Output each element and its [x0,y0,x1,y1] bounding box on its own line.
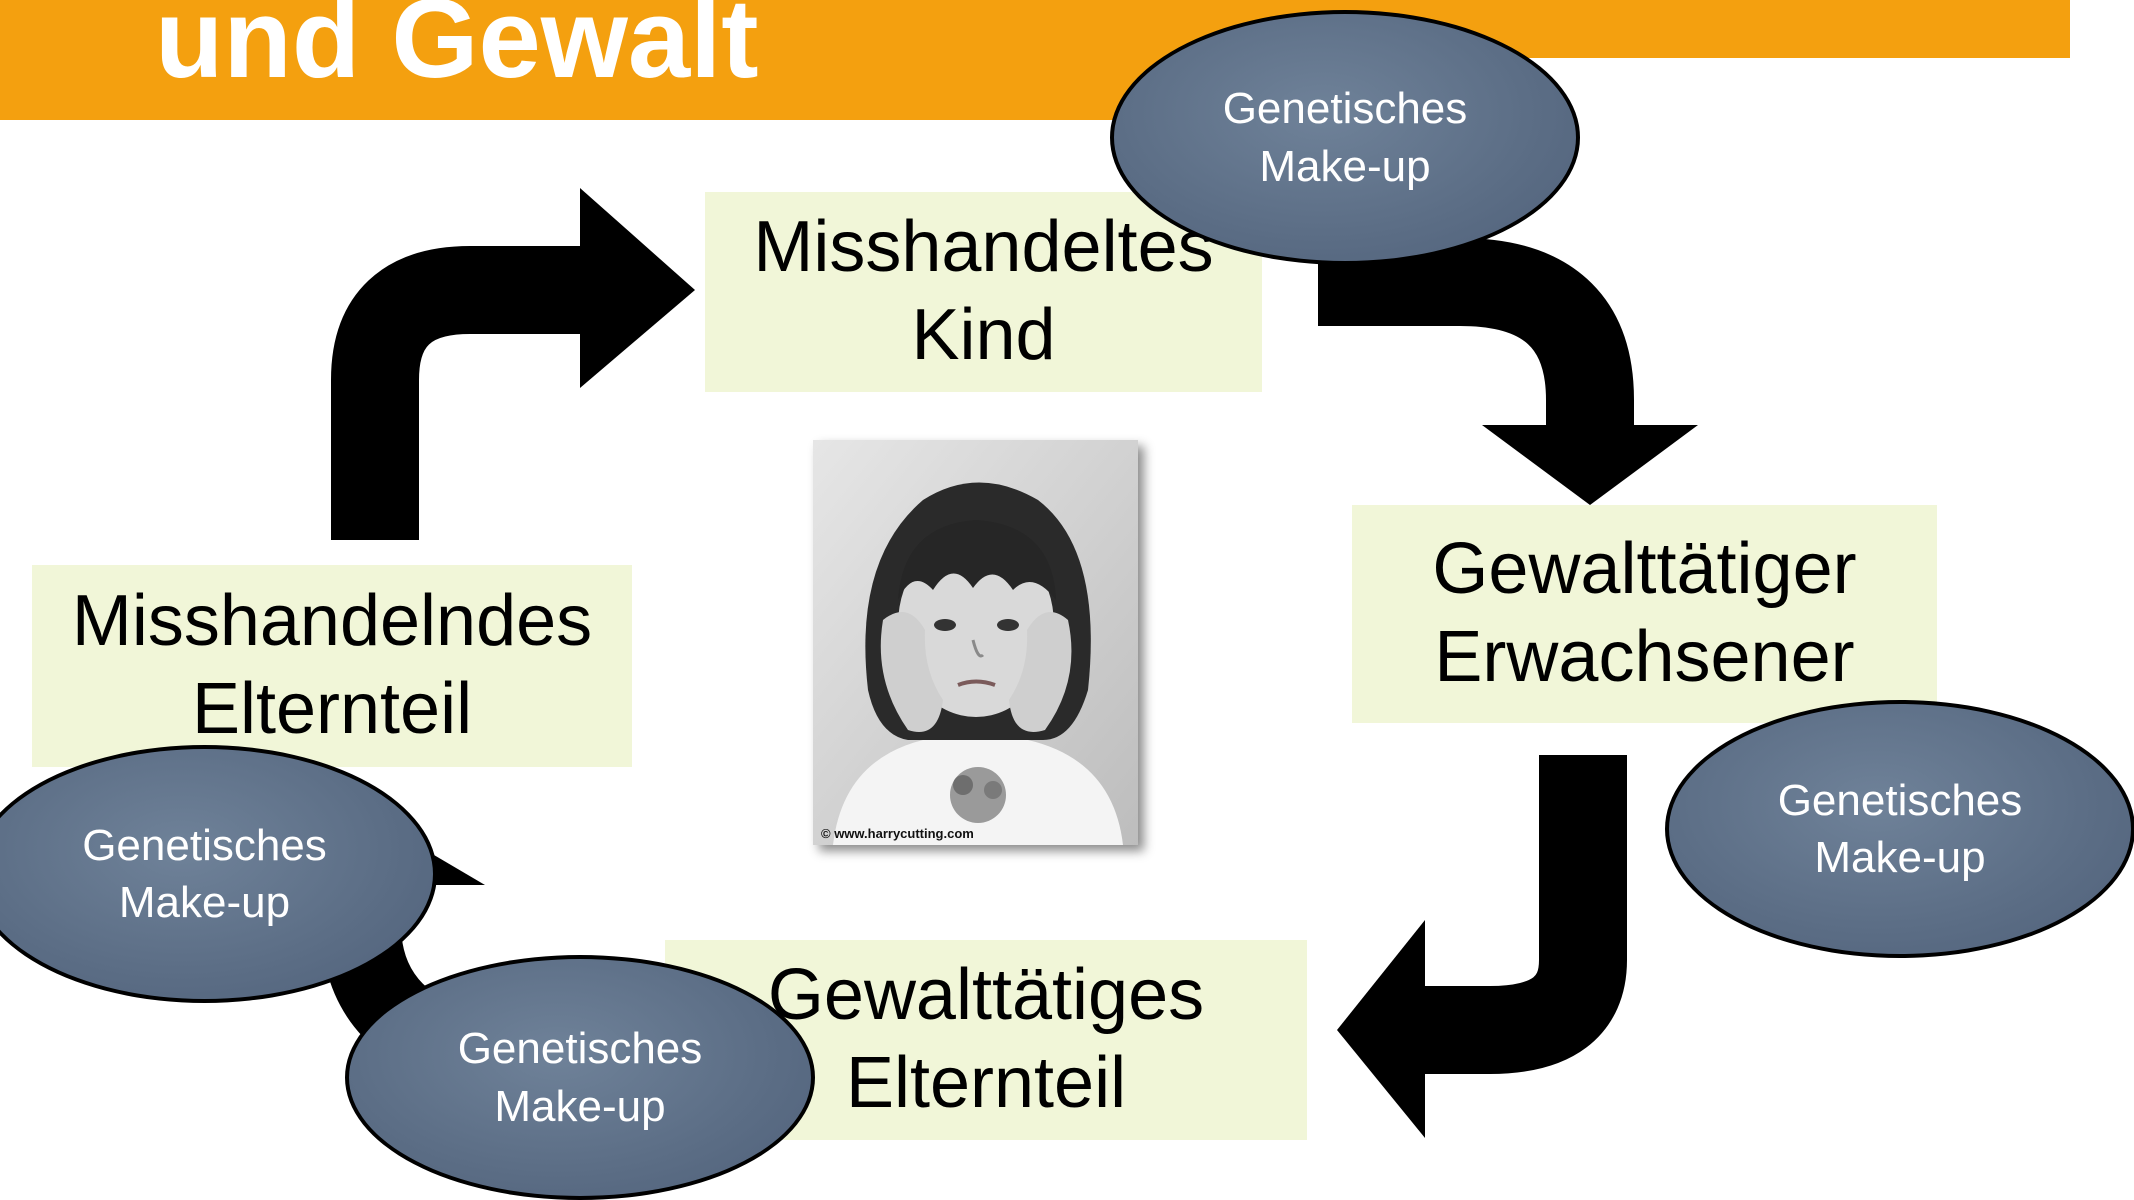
arrow-top-to-right [1318,238,1634,430]
arrow-left-to-top [331,246,585,540]
node-top-line1: Misshandeltes [753,207,1214,288]
node-left-line1: Misshandelndes [71,581,593,662]
node-gewalttaetiger-erwachsener: Gewalttätiger Erwachsener [1352,505,1937,723]
title-banner [0,0,1215,120]
genetic-label-line2: Make-up [494,1081,666,1131]
genetic-makeup-ellipse-left: Genetisches Make-up [0,745,437,1003]
genetic-label-line1: Genetisches [1777,775,2023,825]
arrowhead-left-to-top [580,188,695,388]
arrowhead-right-to-bottom [1337,920,1425,1138]
node-bottom-line2: Elternteil [845,1043,1127,1123]
slide-title: und Gewalt [155,0,759,101]
genetic-makeup-ellipse-bottom: Genetisches Make-up [345,955,815,1200]
genetic-label-line1: Genetisches [82,820,327,870]
arrow-right-to-bottom [1420,755,1627,1074]
genetic-label-line2: Make-up [1259,141,1431,191]
genetic-label-line2: Make-up [118,878,291,927]
genetic-label-line2: Make-up [1814,833,1986,882]
photo-credit: © www.harrycutting.com [821,826,974,841]
node-right-line1: Gewalttätiger [1432,529,1857,610]
node-misshandelndes-elternteil: Misshandelndes Elternteil [32,565,632,767]
genetic-makeup-ellipse-right: Genetisches Make-up [1665,700,2134,958]
node-left-line2: Elternteil [191,669,473,749]
child-illustration [813,440,1138,845]
node-right-line2: Erwachsener [1434,617,1855,697]
node-bottom-line1: Gewalttätiges [767,955,1205,1036]
genetic-label-line1: Genetisches [1222,84,1468,134]
node-misshandeltes-kind: Misshandeltes Kind [705,192,1262,392]
arrowhead-top-to-right [1482,425,1698,505]
genetic-makeup-ellipse-top: Genetisches Make-up [1110,10,1580,265]
genetic-label-line1: Genetisches [457,1024,703,1074]
child-photo: © www.harrycutting.com [813,440,1138,845]
node-top-line2: Kind [911,295,1056,375]
